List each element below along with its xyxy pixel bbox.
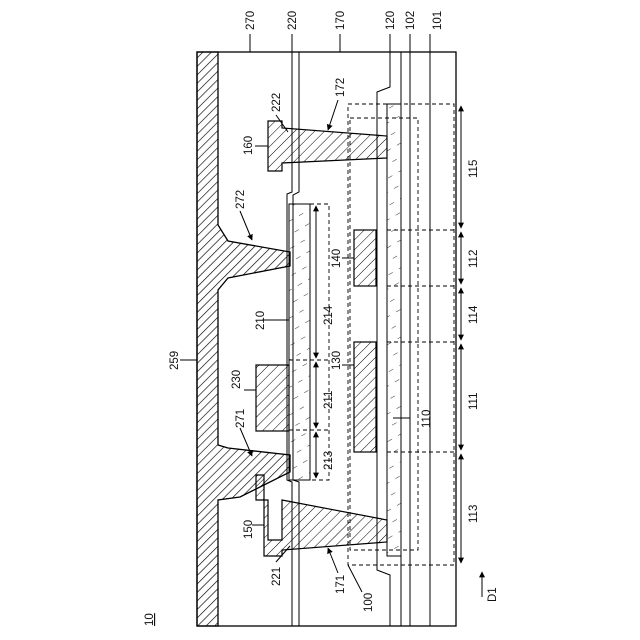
region-110-inner-outline [350, 118, 418, 550]
label-114: 114 [468, 305, 480, 324]
leader-172 [328, 100, 338, 130]
label-100: 100 [363, 593, 375, 612]
label-210: 210 [255, 311, 267, 330]
label-170: 170 [335, 11, 347, 30]
figure-label: 10 [144, 613, 156, 626]
label-213: 213 [323, 451, 335, 470]
label-271: 271 [235, 409, 247, 428]
leader-100 [348, 565, 362, 592]
gate-230 [256, 365, 289, 431]
label-150: 150 [243, 520, 255, 539]
label-171: 171 [335, 575, 347, 594]
label-214: 214 [323, 305, 335, 325]
label-130: 130 [331, 351, 343, 370]
label-272: 272 [235, 190, 247, 209]
layer-210 [289, 204, 310, 480]
label-221: 221 [271, 567, 283, 586]
label-220: 220 [287, 11, 299, 30]
leader-272 [240, 211, 252, 240]
label-230: 230 [231, 370, 243, 389]
label-211: 211 [323, 391, 335, 409]
label-111: 111 [468, 393, 480, 410]
label-101: 101 [432, 11, 444, 30]
label-259: 259 [169, 351, 181, 370]
conductive-layer-110 [387, 104, 401, 556]
region-outlines [289, 104, 456, 565]
leader-171 [328, 548, 338, 573]
label-102: 102 [405, 11, 417, 30]
label-270: 270 [245, 11, 257, 30]
label-112: 112 [468, 250, 480, 268]
label-140: 140 [331, 249, 343, 268]
label-172: 172 [335, 78, 347, 97]
direction-label: D1 [487, 587, 499, 602]
label-115: 115 [468, 160, 480, 178]
contact-150 [256, 475, 387, 556]
gate-140 [354, 230, 376, 286]
gate-130 [354, 342, 376, 452]
label-160: 160 [243, 136, 255, 155]
label-222: 222 [271, 93, 283, 112]
label-110: 110 [421, 410, 433, 428]
label-120: 120 [385, 11, 397, 30]
label-113: 113 [468, 505, 480, 523]
